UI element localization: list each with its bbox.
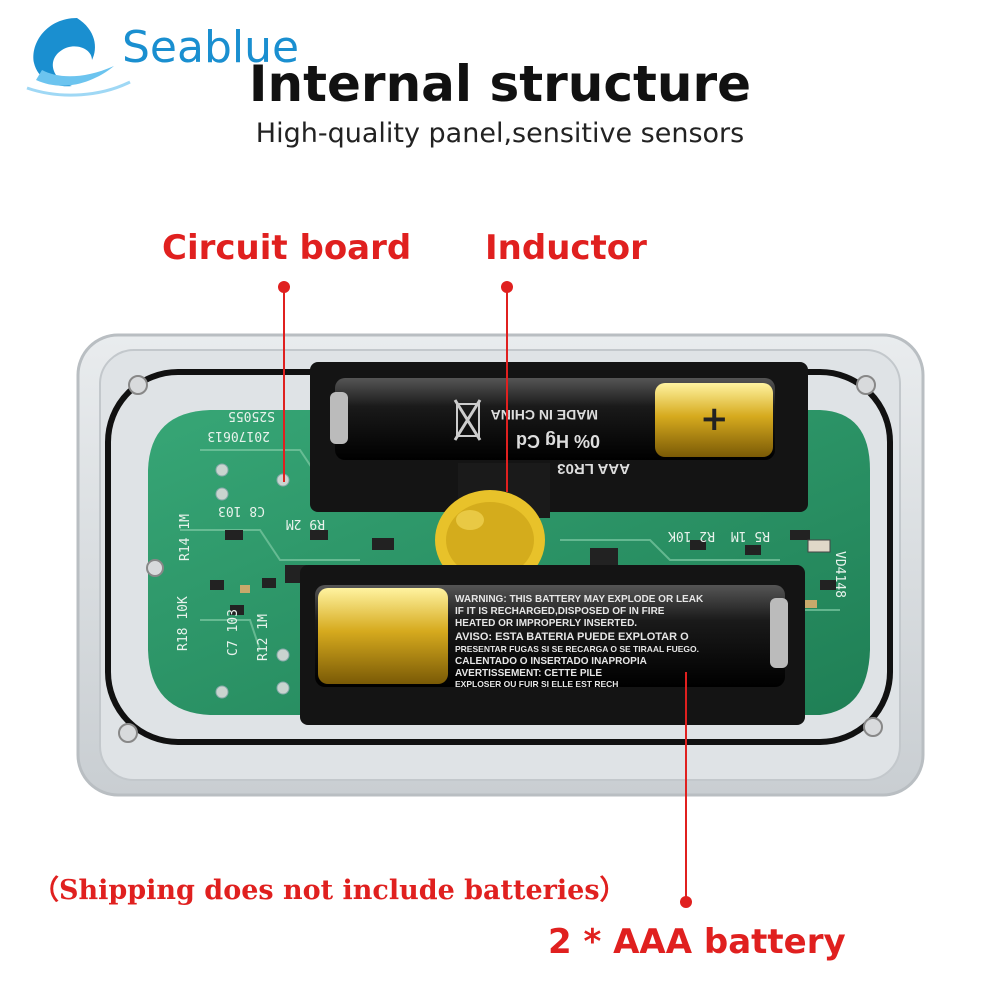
pcb-r2-label: R2 10K — [668, 528, 715, 543]
diode — [807, 539, 831, 553]
battery-dot — [680, 896, 692, 908]
battery-warning-line-2: IF IT IS RECHARGED,DISPOSED OF IN FIRE — [455, 606, 665, 617]
battery-warning-line-7: AVERTISSEMENT: CETTE PILE — [455, 668, 602, 679]
pcb-c8-label: C8 103 — [218, 503, 265, 518]
pcb-code-label: S25055 — [228, 408, 275, 423]
battery-warning-line-3: HEATED OR IMPROPERLY INSERTED. — [455, 618, 637, 629]
brand-name: Seablue — [122, 22, 300, 73]
svg-text:+: + — [700, 399, 729, 439]
circuit-board-label: Circuit board — [162, 228, 412, 268]
pcb-c7-label: C7 103 — [226, 609, 241, 656]
page-title: Internal structure — [248, 55, 752, 113]
pcb-diode-label: VD4148 — [832, 551, 847, 598]
battery-warning-line-4: AVISO: ESTA BATERIA PUEDE EXPLOTAR O — [455, 631, 689, 643]
battery-top-model: AAA LR03 — [557, 460, 630, 477]
page-subtitle: High-quality panel,sensitive sensors — [255, 118, 745, 149]
callout-lines — [278, 281, 692, 908]
circuit-board-dot — [278, 281, 290, 293]
pcb-r18-label: R18 10K — [176, 596, 191, 651]
shipping-note: （Shipping does not include batteries） — [32, 875, 627, 906]
battery-warning-line-8: EXPLOSER OU FUIR SI ELLE EST RECH — [455, 679, 618, 689]
brand-logo: Seablue — [22, 8, 312, 98]
bottom-battery: WARNING: THIS BATTERY MAY EXPLODE OR LEA… — [300, 565, 805, 725]
battery-warning-line-6: CALENTADO O INSERTADO INAPROPIA — [455, 656, 647, 667]
pcb-r14-label: R14 1M — [178, 514, 193, 561]
pcb-date-label: 20170613 — [207, 428, 270, 443]
pcb-r9-label: R9 2M — [286, 516, 325, 531]
pcb-r12-label: R12 1M — [256, 614, 271, 661]
pcb-r5-label: R5 1M — [731, 528, 770, 543]
inductor-dot — [501, 281, 513, 293]
battery-top-made-in: MADE IN CHINA — [491, 407, 598, 423]
wave-logo-icon — [26, 18, 131, 97]
inductor-label: Inductor — [485, 228, 647, 268]
battery-warning-line-5: PRESENTAR FUGAS SI SE RECARGA O SE TIRAA… — [455, 644, 699, 654]
battery-warning-line-1: WARNING: THIS BATTERY MAY EXPLODE OR LEA… — [455, 594, 704, 605]
battery-label: 2 * AAA battery — [548, 922, 846, 962]
top-battery: + MADE IN CHINA 0% Hg Cd AAA LR03 — [310, 362, 808, 512]
battery-top-mercury: 0% Hg Cd — [516, 431, 600, 451]
